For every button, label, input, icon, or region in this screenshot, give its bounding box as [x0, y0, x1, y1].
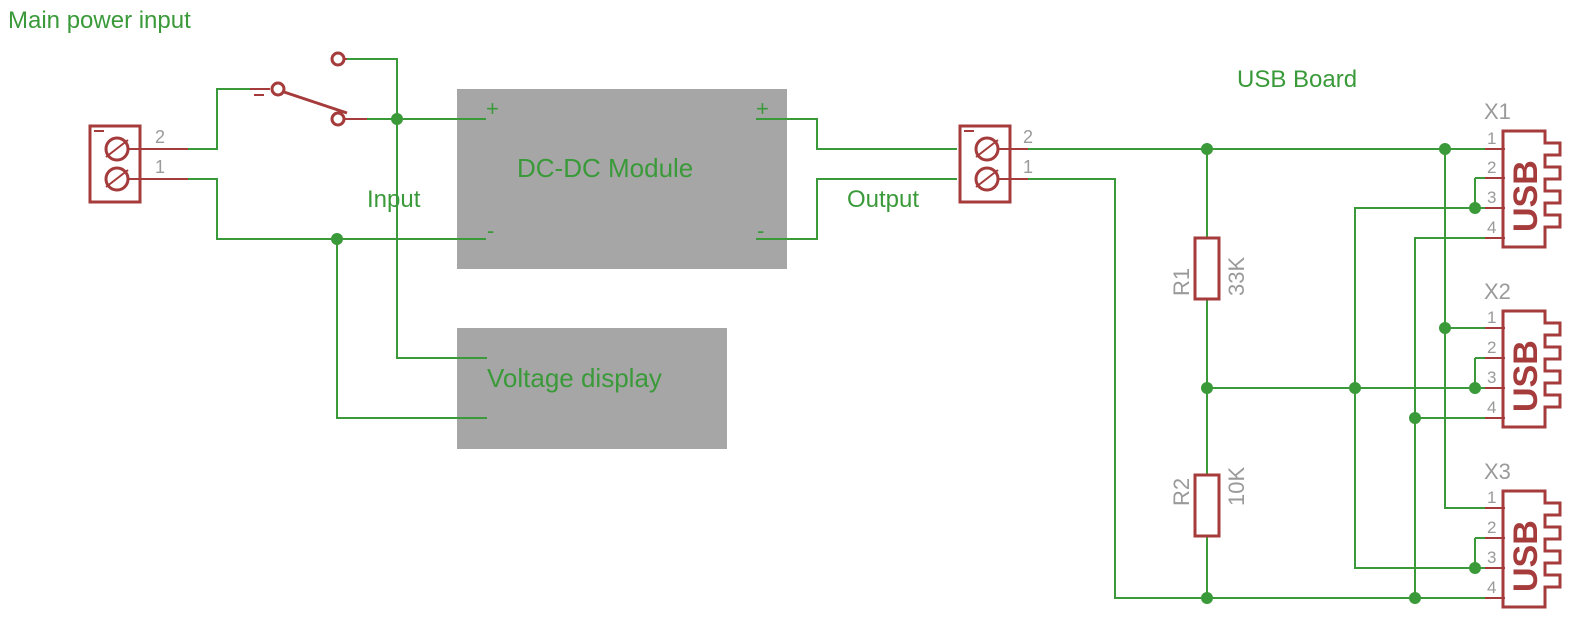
- r1-value: 33K: [1224, 257, 1249, 296]
- input-terminal-pin2: 2: [155, 127, 165, 147]
- wires: [187, 58, 1505, 599]
- usb-connector-x3: USB X3 1 2 3 4: [1484, 459, 1562, 609]
- r2-value: 10K: [1224, 467, 1249, 506]
- usb-connector-x2: USB X2 1 2 3 4: [1484, 279, 1562, 429]
- usb-connector-x1: USB X1 1 2 3 4: [1484, 99, 1562, 249]
- r2-ref: R2: [1169, 478, 1194, 506]
- dcdc-output-minus: -: [757, 218, 764, 243]
- output-terminal-pin1: 1: [1023, 157, 1033, 177]
- r1-ref: R1: [1169, 268, 1194, 296]
- output-screw-terminal: 2 1: [958, 124, 1033, 204]
- x1-usb-text: USB: [1507, 160, 1545, 232]
- resistor-r2: R2 10K: [1169, 467, 1249, 538]
- x2-pin2: 2: [1487, 338, 1496, 357]
- resistor-r1: R1 33K: [1169, 236, 1249, 301]
- x1-pin3: 3: [1487, 188, 1496, 207]
- x3-pin3: 3: [1487, 548, 1496, 567]
- x2-ref: X2: [1484, 279, 1511, 304]
- x1-pin2: 2: [1487, 158, 1496, 177]
- power-switch: [250, 51, 367, 127]
- voltage-display-label: Voltage display: [487, 363, 662, 393]
- input-terminal-pin1: 1: [155, 157, 165, 177]
- x3-pin2: 2: [1487, 518, 1496, 537]
- x2-pin4: 4: [1487, 398, 1496, 417]
- junction-dots: [331, 113, 1481, 604]
- dcdc-module-block: [457, 89, 787, 269]
- dcdc-output-plus: +: [756, 96, 769, 121]
- main-power-input-label: Main power input: [8, 7, 191, 34]
- x1-pin4: 4: [1487, 218, 1496, 237]
- x3-ref: X3: [1484, 459, 1511, 484]
- dcdc-module-label: DC-DC Module: [517, 153, 693, 183]
- output-label: Output: [847, 186, 919, 213]
- input-label: Input: [367, 186, 421, 213]
- x3-pin1: 1: [1487, 488, 1496, 507]
- x1-ref: X1: [1484, 99, 1511, 124]
- output-terminal-pin2: 2: [1023, 127, 1033, 147]
- x3-usb-text: USB: [1507, 520, 1545, 592]
- usb-board-label: USB Board: [1237, 66, 1357, 93]
- dcdc-input-plus: +: [486, 96, 499, 121]
- dcdc-input-minus: -: [487, 218, 494, 243]
- x3-pin4: 4: [1487, 578, 1496, 597]
- x2-pin1: 1: [1487, 308, 1496, 327]
- x1-pin1: 1: [1487, 129, 1496, 148]
- voltage-display-block: [457, 328, 727, 449]
- x2-pin3: 3: [1487, 368, 1496, 387]
- input-screw-terminal: 2 1: [88, 124, 188, 204]
- x2-usb-text: USB: [1507, 340, 1545, 412]
